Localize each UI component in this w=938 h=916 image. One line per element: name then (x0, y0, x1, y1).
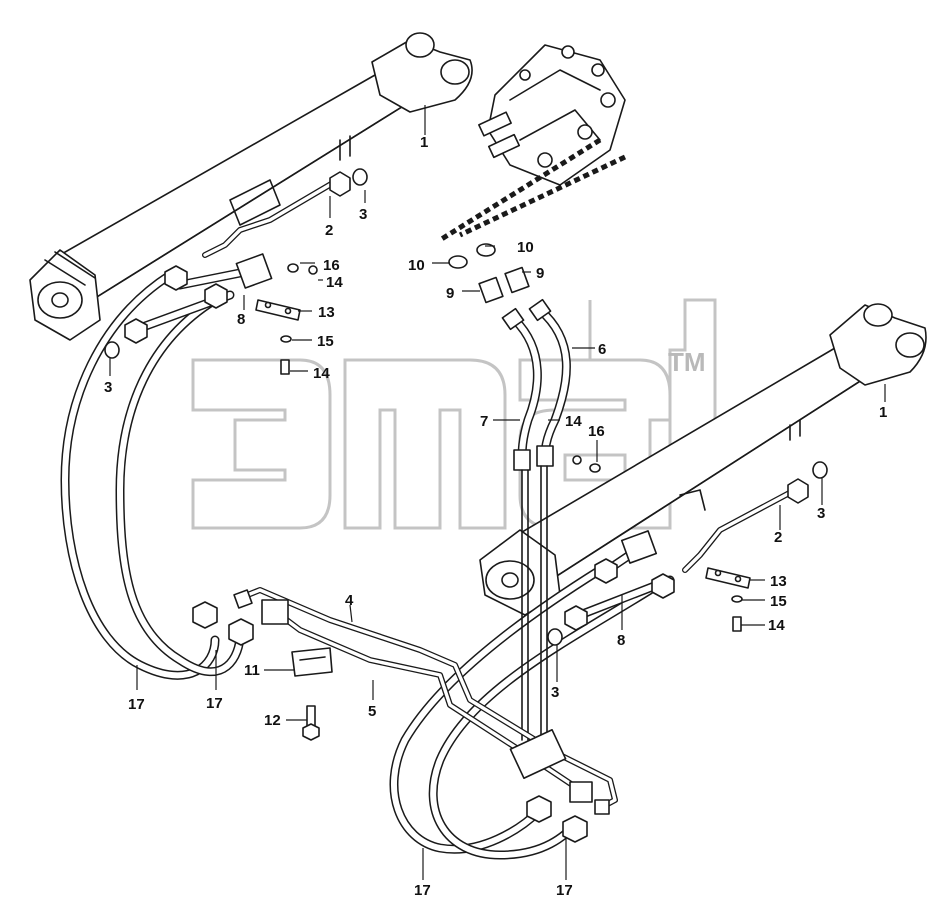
callout-3-left: 3 (104, 379, 112, 396)
callout-14-left: 14 (326, 274, 343, 291)
callout-14-left-lower: 14 (313, 365, 330, 382)
callout-5: 5 (368, 703, 376, 720)
hose-17-right-inner (428, 585, 655, 860)
callout-3-right: 3 (817, 505, 825, 522)
clamp-11 (291, 647, 333, 677)
clamp-13-left (255, 299, 301, 321)
vertical-line-right (540, 465, 548, 736)
hose-17-left-inner (115, 295, 245, 677)
callout-10-left: 10 (408, 257, 425, 274)
callout-15-left: 15 (317, 333, 334, 350)
callout-11: 11 (244, 662, 260, 679)
dashed-connection-b (458, 154, 627, 238)
hose-7-fitting (513, 449, 531, 471)
callout-9-right: 9 (536, 265, 544, 282)
hose-17-right-outer (389, 565, 605, 854)
callout-9-left: 9 (446, 285, 454, 302)
callout-6: 6 (598, 341, 606, 358)
callout-17-bottom-left: 17 (414, 882, 431, 899)
callout-7: 7 (480, 413, 488, 430)
hydraulic-cylinder-right (479, 303, 927, 616)
callout-16-left: 16 (323, 257, 340, 274)
callout-13-right: 13 (770, 573, 787, 590)
hydraulic-cylinder-left (29, 32, 473, 341)
callout-12: 12 (264, 712, 281, 729)
watermark-logo: TM (191, 298, 717, 530)
control-valve-block (478, 44, 626, 186)
callout-3-top: 3 (359, 206, 367, 223)
dashed-connection-a (438, 137, 602, 243)
callout-1-left: 1 (420, 134, 428, 151)
callout-8-right: 8 (617, 632, 625, 649)
clamp-13-right (705, 567, 751, 589)
fittings (124, 171, 809, 843)
callout-14-center: 14 (565, 413, 582, 430)
callout-17-bottom-right: 17 (556, 882, 573, 899)
leader-lines (109, 105, 886, 880)
hose-6-fitting (536, 445, 554, 467)
callout-2-left: 2 (325, 222, 333, 239)
callout-labels: 1 2 3 16 14 8 13 15 14 3 10 10 9 9 6 7 1… (104, 134, 887, 899)
washers-and-bolts (104, 168, 828, 646)
callout-15-right: 15 (770, 593, 787, 610)
hose-7 (510, 315, 542, 467)
watermark-trademark: TM (668, 347, 706, 377)
callout-1-right: 1 (879, 404, 887, 421)
hose-7-top-fitting (501, 307, 525, 331)
hose-6-top-fitting (528, 298, 552, 322)
callout-2-right: 2 (774, 529, 782, 546)
hose-17-left-outer (60, 270, 220, 680)
callout-8-left: 8 (237, 311, 245, 328)
tube-2-left (202, 177, 341, 258)
callout-14-right: 14 (768, 617, 785, 634)
hose-8-left-a (175, 267, 250, 290)
callout-10-right: 10 (517, 239, 534, 256)
hose-6 (535, 305, 571, 465)
tube-2-right (682, 487, 798, 573)
vertical-line-left (521, 469, 529, 741)
callout-17-left: 17 (128, 696, 145, 713)
bolt-12 (302, 705, 320, 741)
callout-13-left: 13 (318, 304, 335, 321)
callout-4: 4 (345, 592, 354, 609)
callout-17-left-inner: 17 (206, 695, 223, 712)
callout-16-center: 16 (588, 423, 605, 440)
tube-4 (237, 587, 618, 811)
callout-3-lower: 3 (551, 684, 559, 701)
